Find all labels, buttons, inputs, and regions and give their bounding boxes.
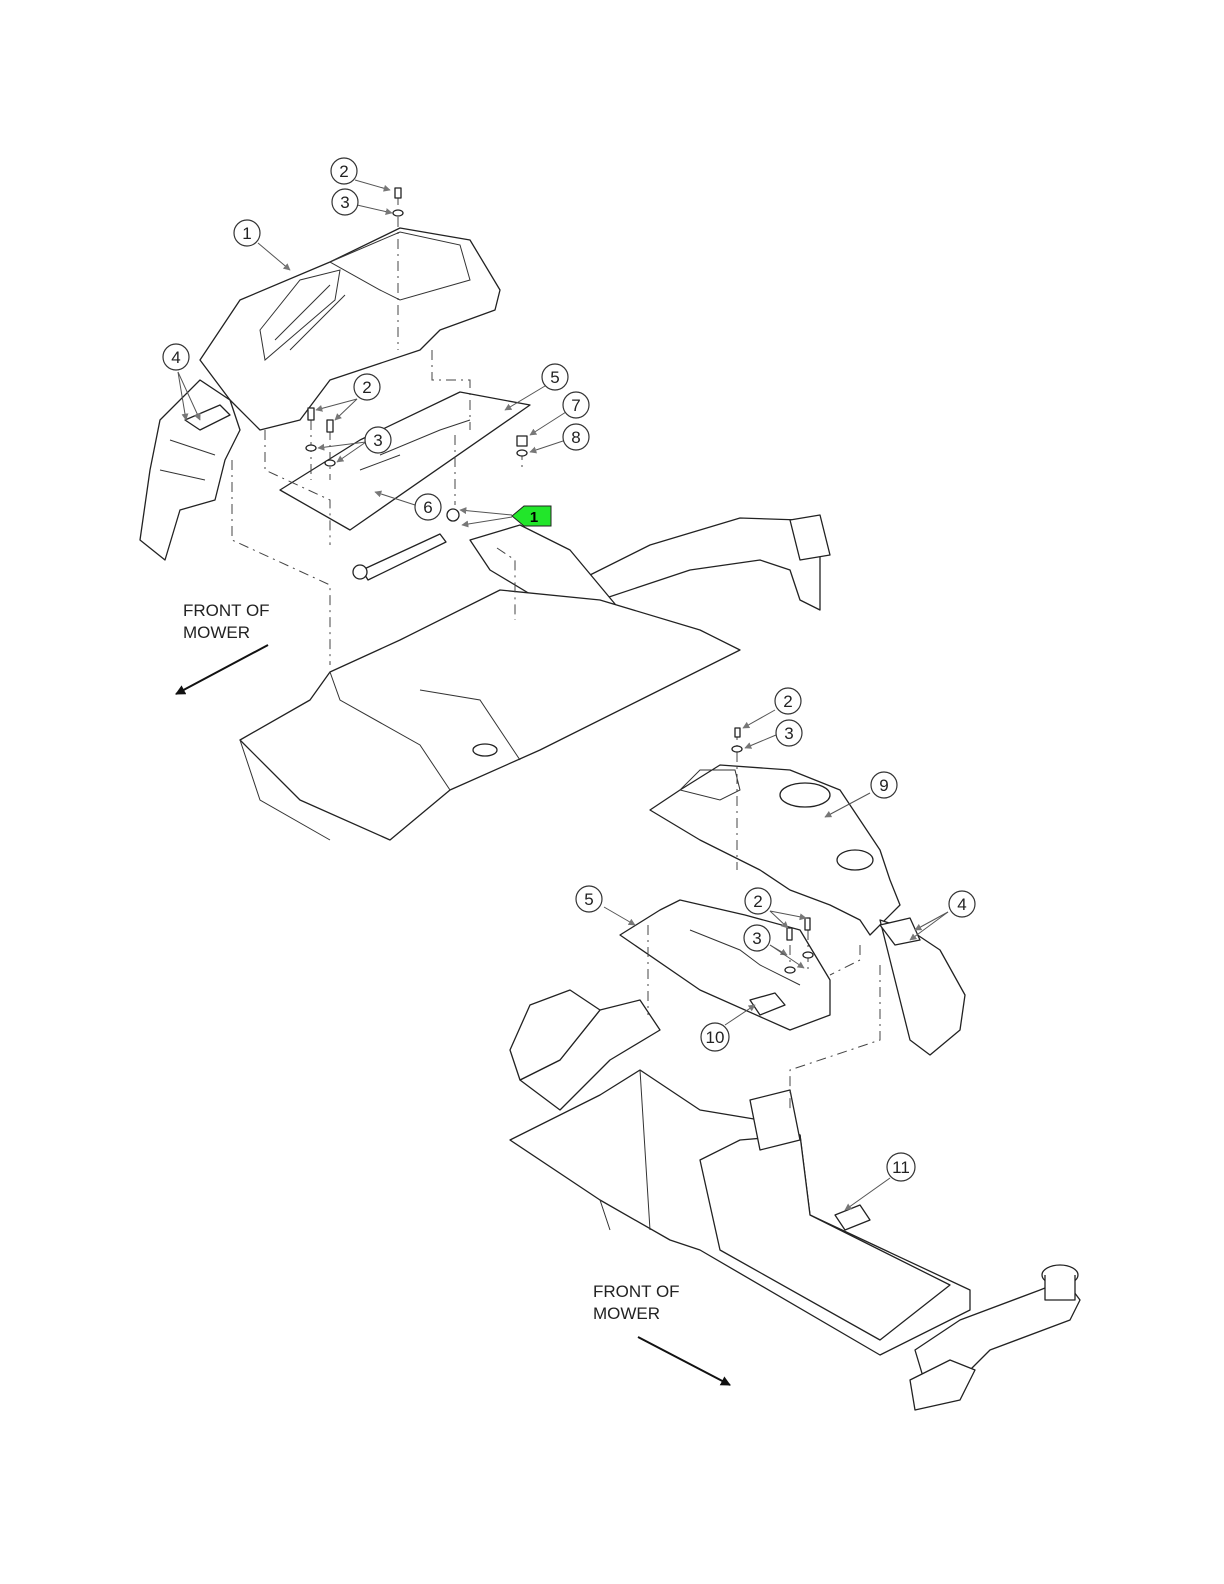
svg-text:1: 1 — [530, 509, 538, 526]
callout-balloon-4[interactable]: 4 — [163, 344, 189, 370]
front-of-mower-lower: FRONT OF MOWER — [593, 1282, 730, 1385]
svg-text:2: 2 — [339, 162, 348, 181]
callout-balloon-2[interactable]: 2 — [331, 158, 357, 184]
callout-balloon-9[interactable]: 9 — [871, 772, 897, 798]
left-side-panel — [140, 380, 240, 560]
lower-mount-plate — [620, 900, 830, 1030]
callout-balloon-8[interactable]: 8 — [563, 424, 589, 450]
svg-text:8: 8 — [571, 428, 580, 447]
svg-text:2: 2 — [783, 692, 792, 711]
callout-balloon-10[interactable]: 10 — [701, 1023, 729, 1051]
callout-balloon-11[interactable]: 11 — [887, 1153, 915, 1181]
front-of-mower-upper: FRONT OF MOWER — [176, 601, 270, 694]
svg-text:5: 5 — [584, 890, 593, 909]
front-label-line1: FRONT OF — [183, 601, 270, 620]
svg-text:7: 7 — [571, 396, 580, 415]
svg-text:9: 9 — [879, 776, 888, 795]
callout-balloon-6[interactable]: 6 — [415, 494, 441, 520]
callout-balloon-3[interactable]: 3 — [776, 720, 802, 746]
callout-balloon-5[interactable]: 5 — [576, 886, 602, 912]
callout-balloon-7[interactable]: 7 — [563, 392, 589, 418]
callout-balloon-3-lower[interactable]: 3 — [744, 925, 770, 951]
callout-balloon-3[interactable]: 3 — [332, 189, 358, 215]
svg-text:2: 2 — [753, 892, 762, 911]
svg-text:11: 11 — [892, 1158, 910, 1177]
svg-text:4: 4 — [171, 348, 180, 367]
svg-text:10: 10 — [706, 1028, 725, 1047]
callout-balloon-2[interactable]: 2 — [354, 374, 380, 400]
svg-text:5: 5 — [550, 368, 559, 387]
svg-text:3: 3 — [752, 929, 761, 948]
front-label-line2: MOWER — [593, 1304, 660, 1323]
upper-assembly — [140, 228, 830, 840]
front-label-line1: FRONT OF — [593, 1282, 680, 1301]
svg-text:3: 3 — [373, 431, 382, 450]
callout-balloon-1[interactable]: 1 — [234, 220, 260, 246]
callout-balloon-2[interactable]: 2 — [775, 688, 801, 714]
front-label-line2: MOWER — [183, 623, 250, 642]
svg-text:4: 4 — [957, 895, 966, 914]
callout-balloon-3[interactable]: 3 — [365, 427, 391, 453]
callout-balloon-5[interactable]: 5 — [542, 364, 568, 390]
callout-balloon-2-lower[interactable]: 2 — [745, 888, 771, 914]
svg-text:1: 1 — [242, 224, 251, 243]
svg-text:2: 2 — [362, 378, 371, 397]
svg-text:3: 3 — [784, 724, 793, 743]
callout-balloon-4[interactable]: 4 — [949, 891, 975, 917]
upper-gas-strut — [362, 534, 446, 580]
svg-text:6: 6 — [423, 498, 432, 517]
upper-mount-plate — [280, 392, 530, 530]
highlight-flag[interactable]: 1 — [512, 506, 551, 526]
svg-text:3: 3 — [340, 193, 349, 212]
